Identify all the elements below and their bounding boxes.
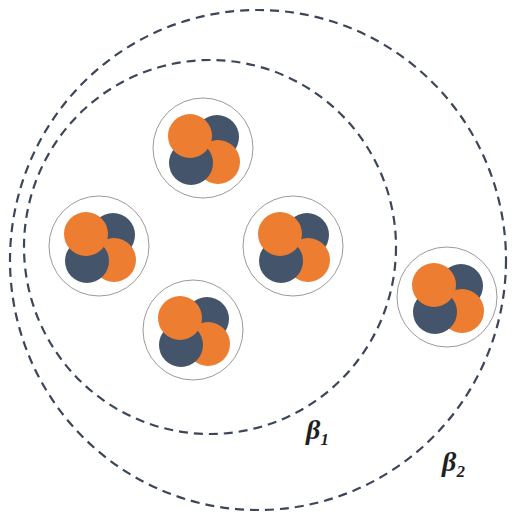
atom-cluster: [143, 280, 243, 380]
region-circle: β₂ β₁: [8, 8, 508, 512]
atom-cluster: [153, 98, 253, 198]
dashed-outline: [22, 58, 398, 436]
atom-cluster: [243, 196, 343, 296]
region-label: β₁: [306, 416, 330, 444]
dashed-outline: [8, 8, 508, 512]
atom-cluster: [397, 247, 497, 347]
region-circle: β₁: [22, 58, 398, 436]
region-label: β₂: [442, 448, 466, 476]
atom-cluster: [49, 196, 149, 296]
